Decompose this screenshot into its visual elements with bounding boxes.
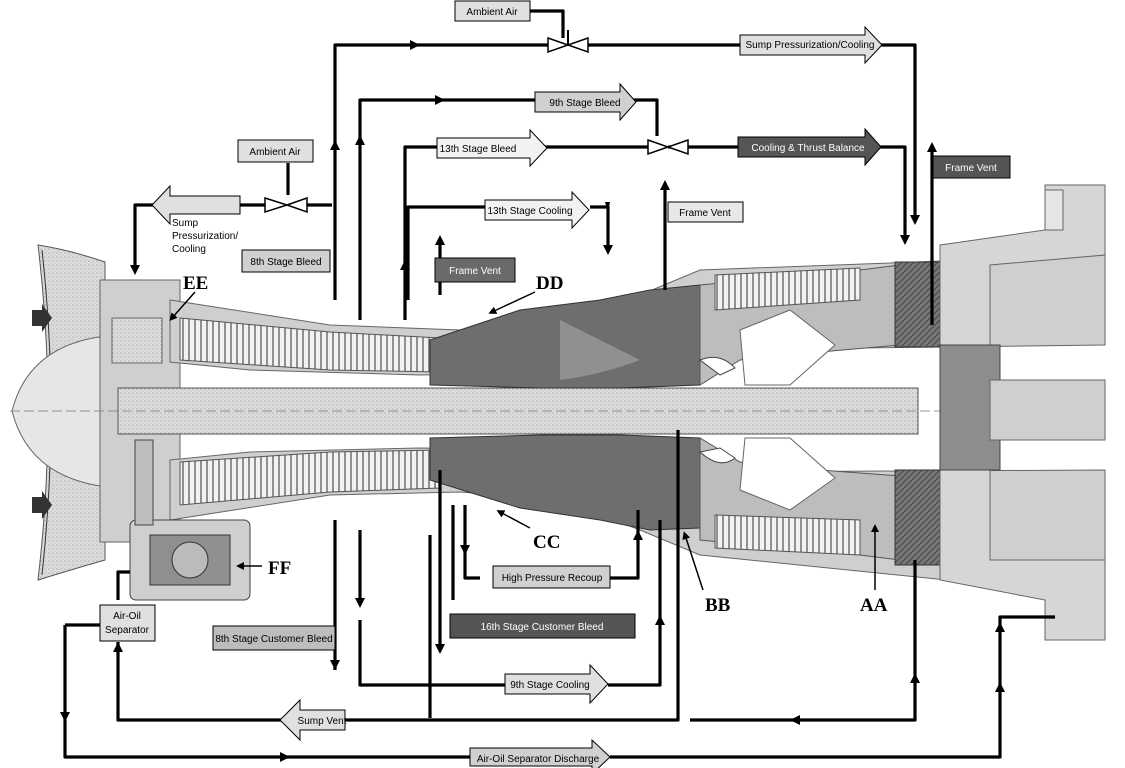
valve-mid xyxy=(647,138,689,156)
high-pressure-recoup-box xyxy=(492,565,611,589)
air-oil-separator-box xyxy=(99,604,156,642)
inlet-arrow-lower xyxy=(32,491,52,519)
thirteenth-stage-cooling-arrow xyxy=(484,190,590,230)
frame-vent-mid-label: Frame Vent xyxy=(679,208,731,219)
callout-aa: AA xyxy=(860,595,888,616)
cooling-thrust-balance-arrow xyxy=(737,127,882,167)
thirteenth-stage-cooling-label: 13th Stage Cooling xyxy=(487,206,572,217)
sump-press-left-line3: Cooling xyxy=(172,244,206,255)
callout-pointers xyxy=(169,291,879,591)
inlet-arrow-upper xyxy=(32,304,52,332)
air-oil-separator-discharge-arrow xyxy=(469,738,611,768)
air-oil-separator-line1: Air-Oil xyxy=(113,611,141,622)
accessory-gearbox xyxy=(129,439,251,601)
frame-vent-left-label: Frame Vent xyxy=(449,266,501,277)
high-pressure-recoup-label: High Pressure Recoup xyxy=(502,573,603,584)
flow-arrowheads xyxy=(60,40,1005,762)
ninth-stage-cooling-label: 9th Stage Cooling xyxy=(510,680,590,691)
ambient-air-top-box xyxy=(454,0,531,22)
valve-left xyxy=(264,196,308,214)
sump-pressurization-right-arrow xyxy=(739,25,883,65)
eighth-stage-bleed-box xyxy=(241,249,331,273)
sump-vent-arrow xyxy=(279,698,346,742)
ninth-stage-bleed-arrow xyxy=(534,82,637,122)
ambient-air-left-label: Ambient Air xyxy=(249,147,301,158)
eighth-stage-bleed-label: 8th Stage Bleed xyxy=(250,257,321,268)
sump-pressurization-right-label: Sump Pressurization/Cooling xyxy=(746,40,875,51)
valve-top xyxy=(547,30,589,54)
sump-press-left-line1: Sump xyxy=(172,218,199,229)
exhaust-frame xyxy=(939,184,1106,641)
thirteenth-stage-bleed-arrow xyxy=(436,128,548,168)
frame-vent-mid-box xyxy=(667,201,744,223)
sixteenth-customer-bleed-label: 16th Stage Customer Bleed xyxy=(481,622,604,633)
callout-ee: EE xyxy=(183,273,208,294)
callout-bb: BB xyxy=(705,595,731,616)
air-oil-separator-line2: Separator xyxy=(105,625,150,636)
sixteenth-customer-bleed-box xyxy=(449,613,636,639)
callout-dd: DD xyxy=(536,273,563,294)
ninth-stage-bleed-label: 9th Stage Bleed xyxy=(549,98,620,109)
callout-ff: FF xyxy=(268,558,291,579)
frame-vent-right-label: Frame Vent xyxy=(945,163,997,174)
air-oil-separator-discharge-label: Air-Oil Separator Discharge xyxy=(477,754,600,765)
piping-network xyxy=(63,9,1055,759)
cooling-thrust-balance-label: Cooling & Thrust Balance xyxy=(751,143,865,154)
sump-vent-label: Sump Vent xyxy=(298,716,347,727)
ambient-air-left-box xyxy=(237,139,314,163)
sump-press-left-line2: Pressurization/ xyxy=(172,231,238,242)
thirteenth-stage-bleed-label: 13th Stage Bleed xyxy=(440,144,517,155)
frame-vent-right-box xyxy=(932,155,1011,179)
callout-cc: CC xyxy=(533,532,560,553)
ninth-stage-cooling-arrow xyxy=(504,663,609,705)
ambient-air-top-label: Ambient Air xyxy=(466,7,518,18)
eighth-customer-bleed-box xyxy=(212,625,336,651)
sump-pressurization-left-arrow xyxy=(151,184,241,226)
frame-vent-left-box xyxy=(434,257,516,283)
eighth-customer-bleed-label: 8th Stage Customer Bleed xyxy=(215,634,332,645)
